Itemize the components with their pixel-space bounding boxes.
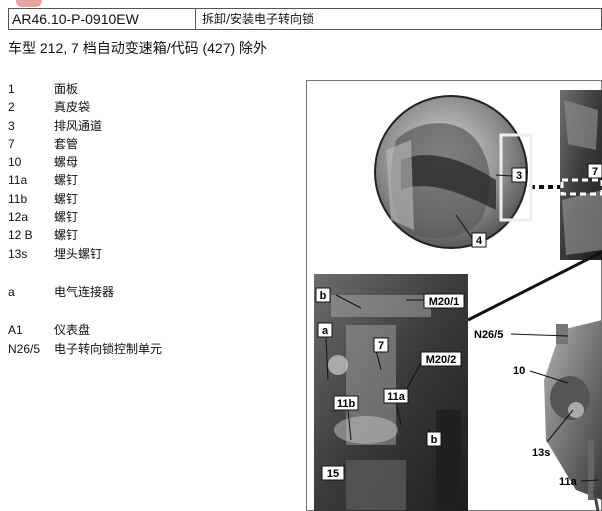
callout-labels: 3 4 7 b M20/1 a 7 M20/2 11b 11a b 15 N26… bbox=[315, 163, 602, 488]
legend-label: 螺钉 bbox=[54, 228, 79, 243]
legend-label: 排风通道 bbox=[54, 118, 103, 133]
legend-code: A1 bbox=[8, 323, 23, 338]
legend-label: 螺钉 bbox=[54, 210, 79, 225]
legend-item: 10 螺母 bbox=[8, 153, 162, 171]
legend-code: 11b bbox=[8, 191, 28, 206]
legend-label: 埋头螺钉 bbox=[54, 246, 103, 261]
legend-code: 3 bbox=[8, 118, 15, 133]
magnifier-detail bbox=[374, 95, 533, 249]
legend-code: 10 bbox=[8, 155, 22, 170]
legend-item: 12a 螺钉 bbox=[8, 208, 162, 226]
callout-m20-2: M20/2 bbox=[426, 354, 457, 366]
legend-item: 11a 螺钉 bbox=[8, 171, 162, 189]
legend-item: 12 B 螺钉 bbox=[8, 226, 162, 244]
document-code: AR46.10-P-0910EW bbox=[9, 9, 196, 29]
steering-lock-illustration: 3 4 7 b M20/1 a 7 M20/2 11b 11a b 15 N26… bbox=[306, 80, 602, 511]
legend-item: 3 排风通道 bbox=[8, 117, 162, 135]
legend-code: 12a bbox=[8, 210, 29, 225]
dashboard-photo-top bbox=[560, 90, 602, 260]
legend-code: N26/5 bbox=[8, 341, 41, 356]
legend-label: 螺钉 bbox=[54, 173, 79, 188]
callout-a: a bbox=[322, 325, 329, 337]
legend-label: 螺钉 bbox=[54, 191, 79, 206]
legend-label: 面板 bbox=[54, 82, 79, 96]
callout-m20-1: M20/1 bbox=[429, 296, 460, 308]
callout-7: 7 bbox=[378, 340, 384, 352]
legend-code: 12 B bbox=[8, 228, 33, 243]
callout-11a: 11a bbox=[387, 391, 406, 403]
callout-b-lower: b bbox=[431, 434, 438, 446]
legend-label: 电气连接器 bbox=[54, 284, 115, 299]
document-title: 拆卸/安装电子转向锁 bbox=[202, 12, 315, 26]
legend-item: A1 仪表盘 bbox=[8, 321, 162, 339]
callout-7-top: 7 bbox=[592, 166, 598, 178]
callout-n26-5: N26/5 bbox=[474, 329, 503, 341]
legend-item: 1 面板 bbox=[8, 80, 162, 98]
model-applicability: 车型 212, 7 档自动变速箱/代码 (427) 除外 bbox=[8, 40, 268, 56]
legend-code: 1 bbox=[8, 82, 15, 96]
legend-label: 电子转向锁控制单元 bbox=[54, 341, 163, 356]
legend-label: 真皮袋 bbox=[54, 100, 91, 115]
legend-item: 11b 螺钉 bbox=[8, 190, 162, 208]
legend-code: 11a bbox=[8, 173, 28, 188]
callout-4: 4 bbox=[476, 235, 483, 247]
legend-code: 7 bbox=[8, 136, 15, 151]
legend-label: 螺母 bbox=[54, 155, 79, 170]
legend-item: 13s 埋头螺钉 bbox=[8, 245, 162, 263]
legend-label: 套管 bbox=[54, 136, 79, 151]
callout-11b: 11b bbox=[337, 398, 356, 410]
parts-legend: 1 面板 2 真皮袋 3 排风通道 7 套管 10 螺母 11a 螺钉 11b 螺钉 12a 螺… bbox=[8, 80, 162, 358]
callout-b-upper: b bbox=[320, 290, 327, 302]
legend-code: 2 bbox=[8, 100, 15, 115]
header-table: AR46.10-P-0910EW 拆卸/安装电子转向锁 bbox=[8, 8, 602, 30]
header-tab-decoration bbox=[16, 0, 42, 7]
legend-item: a 电气连接器 bbox=[8, 283, 162, 301]
legend-item: N26/5 电子转向锁控制单元 bbox=[8, 340, 162, 358]
legend-label: 仪表盘 bbox=[54, 323, 91, 338]
legend-code: a bbox=[8, 284, 15, 299]
callout-15: 15 bbox=[327, 468, 339, 480]
callout-3: 3 bbox=[516, 170, 522, 182]
callout-11a-right: 11a bbox=[559, 476, 578, 488]
leader-line bbox=[467, 250, 602, 322]
legend-item: 7 套管 bbox=[8, 135, 162, 153]
legend-item: 2 真皮袋 bbox=[8, 98, 162, 116]
legend-code: 13s bbox=[8, 246, 28, 261]
illustration-svg: 3 4 7 b M20/1 a 7 M20/2 11b 11a b 15 N26… bbox=[306, 80, 602, 511]
callout-10: 10 bbox=[513, 365, 525, 377]
callout-13s: 13s bbox=[532, 447, 550, 459]
